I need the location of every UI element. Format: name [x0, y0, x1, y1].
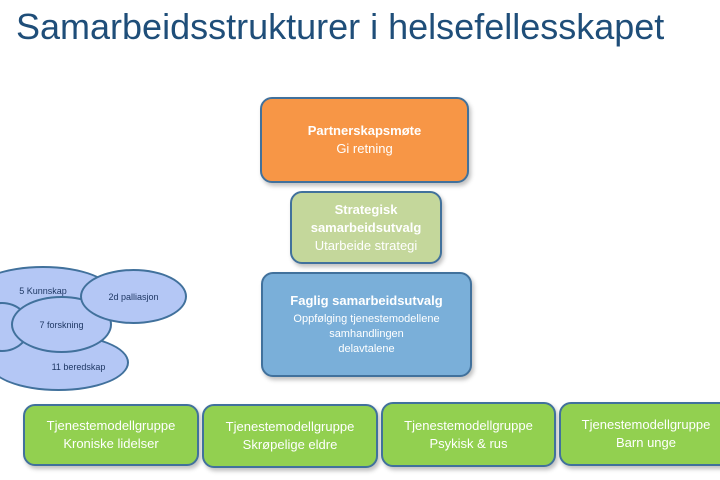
faglig-line2: samhandlingen	[329, 328, 404, 340]
partnerskapsmote-box: Partnerskapsmøte Gi retning	[260, 97, 469, 183]
ellipse-forskning-label: 7 forskning	[39, 319, 84, 330]
ellipse-palliasjon-label: 2d palliasjon	[108, 291, 159, 302]
ellipse-beredskap-label: 11 beredskap	[51, 361, 106, 372]
partnerskapsmote-title: Partnerskapsmøte	[307, 123, 422, 138]
partnerskapsmote-subtitle: Gi retning	[336, 141, 393, 156]
ellipse-palliasjon: 2d palliasjon	[80, 269, 187, 324]
group-box-skropelige-eldre: Tjenestemodellgruppe Skrøpelige eldre	[202, 404, 378, 468]
group-box-kroniske-lidelser: Tjenestemodellgruppe Kroniske lidelser	[23, 404, 199, 466]
faglig-line1: Oppfølging tjenestemodellene	[293, 313, 440, 325]
group-title: Tjenestemodellgruppe	[404, 417, 533, 433]
page-title: Samarbeidsstrukturer i helsefellesskapet	[16, 6, 665, 47]
ellipse-kunnskap-label: 5 Kunnskap	[19, 286, 67, 296]
group-title: Tjenestemodellgruppe	[581, 417, 711, 432]
strategisk-subtitle: Utarbeide strategi	[314, 237, 418, 253]
group-box-psykisk-rus: Tjenestemodellgruppe Psykisk & rus	[381, 402, 556, 467]
group-subtitle: Kroniske lidelser	[63, 436, 159, 451]
group-subtitle: Barn unge	[616, 435, 676, 450]
group-title: Tjenestemodellgruppe	[46, 418, 176, 433]
group-subtitle: Psykisk & rus	[429, 435, 508, 451]
strategisk-title-line1: Strategisk	[334, 201, 398, 217]
faglig-samarbeidsutvalg-box: Faglig samarbeidsutvalg Oppfølging tjene…	[261, 272, 472, 377]
strategisk-samarbeidsutvalg-box: Strategisk samarbeidsutvalg Utarbeide st…	[290, 191, 442, 264]
strategisk-title-line2: samarbeidsutvalg	[310, 219, 422, 235]
faglig-line3: delavtalene	[338, 343, 395, 355]
group-subtitle: Skrøpelige eldre	[242, 437, 338, 452]
group-title: Tjenestemodellgruppe	[225, 419, 355, 434]
group-box-barn-unge: Tjenestemodellgruppe Barn unge	[559, 402, 720, 466]
faglig-title: Faglig samarbeidsutvalg	[290, 293, 443, 308]
